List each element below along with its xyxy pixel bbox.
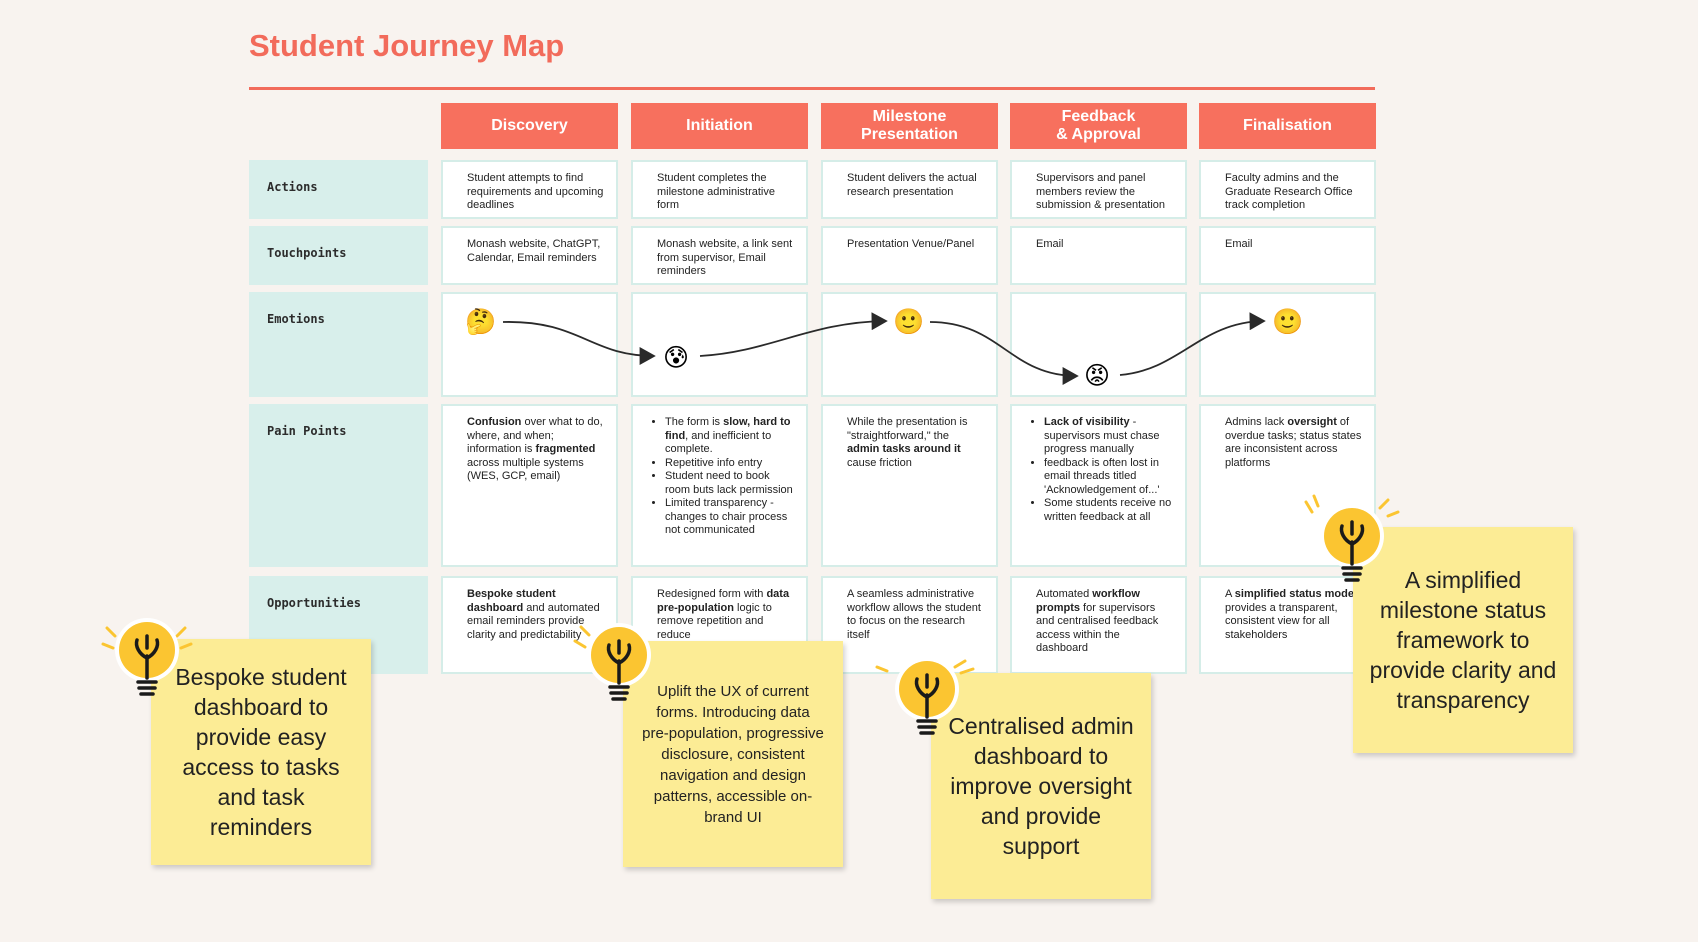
pain-points-cell-feedback: Lack of visibility -supervisors must cha… bbox=[1010, 404, 1187, 567]
lightbulb-icon-4 bbox=[1304, 494, 1400, 582]
list-item: The form is slow, hard to find, and inef… bbox=[665, 416, 794, 457]
sticky-note-form-uplift: Uplift the UX of current forms. Introduc… bbox=[623, 641, 843, 867]
emotion-arrow-4 bbox=[1119, 312, 1266, 376]
sticky-note-admin-dashboard: Centralised admin dashboard to improve o… bbox=[931, 673, 1151, 899]
emotions-cell-milestone bbox=[821, 292, 998, 397]
stage-initiation: Initiation bbox=[631, 103, 808, 149]
list-item: Lack of visibility -supervisors must cha… bbox=[1044, 416, 1173, 457]
list-item: Repetitive info entry bbox=[665, 457, 794, 471]
emotion-thinking-icon: 🤔 bbox=[465, 308, 497, 336]
emotions-cell-discovery bbox=[441, 292, 618, 397]
emotions-cell-finalisation bbox=[1199, 292, 1376, 397]
pain-points-cell-initiation: The form is slow, hard to find, and inef… bbox=[631, 404, 808, 567]
actions-cell-discovery: Student attempts to find requirements an… bbox=[441, 160, 618, 219]
stage-feedback-approval: Feedback & Approval bbox=[1010, 103, 1187, 149]
emotions-cell-feedback bbox=[1010, 292, 1187, 397]
stage-finalisation: Finalisation bbox=[1199, 103, 1376, 149]
actions-cell-feedback: Supervisors and panel members review the… bbox=[1010, 160, 1187, 219]
actions-cell-milestone: Student delivers the actual research pre… bbox=[821, 160, 998, 219]
emotion-smile-icon: 🙂 bbox=[893, 308, 925, 336]
touchpoints-cell-discovery: Monash website, ChatGPT, Calendar, Email… bbox=[441, 226, 618, 285]
list-item: Some students receive no written feedbac… bbox=[1044, 497, 1173, 524]
pain-points-cell-discovery: Confusion over what to do, where, and wh… bbox=[441, 404, 618, 567]
sticky-note-status-framework: A simplified milestone status framework … bbox=[1353, 527, 1573, 753]
touchpoints-cell-finalisation: Email bbox=[1199, 226, 1376, 285]
actions-cell-finalisation: Faculty admins and the Graduate Research… bbox=[1199, 160, 1376, 219]
lightbulb-icon-3 bbox=[875, 657, 975, 735]
emotion-arrow-1 bbox=[502, 321, 656, 365]
emotion-anxious-icon: 😰 bbox=[662, 344, 690, 372]
emotion-smile-icon-2: 🙂 bbox=[1272, 308, 1304, 336]
lightbulb-icon-2 bbox=[573, 623, 651, 701]
row-label-touchpoints: Touchpoints bbox=[249, 226, 428, 285]
opportunities-cell-milestone: A seamless administrative workflow allow… bbox=[821, 576, 998, 674]
touchpoints-cell-milestone: Presentation Venue/Panel bbox=[821, 226, 998, 285]
list-item: Student need to book room buts lack perm… bbox=[665, 470, 794, 497]
row-label-pain-points: Pain Points bbox=[249, 404, 428, 567]
list-item: Limited transparency - changes to chair … bbox=[665, 497, 794, 538]
touchpoints-cell-initiation: Monash website, a link sent from supervi… bbox=[631, 226, 808, 285]
title-divider bbox=[249, 87, 1375, 90]
list-item: feedback is often lost in email threads … bbox=[1044, 457, 1173, 498]
emotion-arrow-3 bbox=[929, 321, 1079, 385]
row-label-emotions: Emotions bbox=[249, 292, 428, 397]
emotion-angry-icon: 😡 bbox=[1083, 362, 1111, 390]
stage-discovery: Discovery bbox=[441, 103, 618, 149]
actions-cell-initiation: Student completes the milestone administ… bbox=[631, 160, 808, 219]
opportunities-cell-feedback: Automated workflow prompts for superviso… bbox=[1010, 576, 1187, 674]
lightbulb-icon bbox=[101, 618, 193, 696]
page-title: Student Journey Map bbox=[249, 28, 565, 63]
pain-points-cell-milestone: While the presentation is "straightforwa… bbox=[821, 404, 998, 567]
emotions-cell-initiation bbox=[631, 292, 808, 397]
stage-milestone-presentation: Milestone Presentation bbox=[821, 103, 998, 149]
opportunities-cell-finalisation: A simplified status model provides a tra… bbox=[1199, 576, 1376, 674]
sticky-note-student-dashboard: Bespoke student dashboard to provide eas… bbox=[151, 639, 371, 865]
row-label-actions: Actions bbox=[249, 160, 428, 219]
emotion-arrow-2 bbox=[699, 312, 888, 357]
touchpoints-cell-feedback: Email bbox=[1010, 226, 1187, 285]
